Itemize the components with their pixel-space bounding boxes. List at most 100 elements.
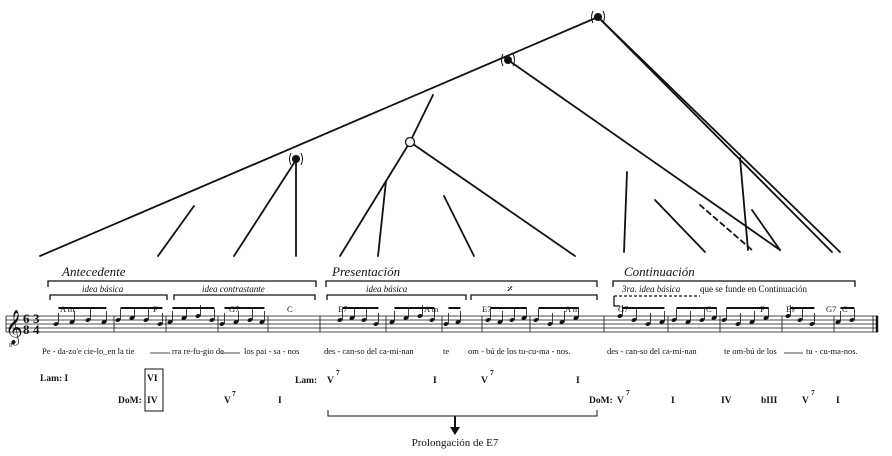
analysis-v: V (481, 376, 488, 386)
analysis-v: V (224, 396, 231, 406)
analysis-dom: DoM: (118, 396, 142, 406)
analysis-lam-i: Lam: I (40, 374, 69, 384)
tree-branch (39, 16, 599, 257)
note-head (521, 316, 527, 320)
tree-branch (377, 180, 387, 257)
open-node (404, 136, 416, 148)
note-head (233, 320, 239, 324)
node (504, 56, 512, 64)
note-head (403, 316, 409, 320)
note-head (509, 318, 515, 322)
note-head (373, 322, 379, 326)
note-head (573, 316, 579, 320)
time-sig-3: 3 (33, 311, 40, 326)
tree-branch (409, 141, 576, 257)
analysis-sup7: 7 (232, 389, 236, 398)
note-head (785, 314, 791, 318)
note-head (69, 320, 75, 324)
tree-branch (339, 141, 411, 257)
lyric-line: rra re-fu-gio de (172, 346, 224, 356)
note-head (429, 318, 435, 322)
arrow-head-icon (450, 427, 460, 435)
analysis-vi: VI (147, 374, 158, 384)
lyric-line: Pe - da-zo'e cie-lo_en la tie (42, 346, 135, 356)
analysis-biii: bIII (761, 396, 778, 406)
analysis-i: I (433, 376, 437, 386)
note-head (209, 318, 215, 322)
note-head (763, 316, 769, 320)
tree-branch-dashed (699, 204, 753, 251)
note-head (181, 316, 187, 320)
tree-branch (739, 157, 749, 251)
note-head (259, 320, 265, 324)
tree-branch (443, 195, 475, 257)
tree-branch (597, 16, 841, 253)
chord-symbol: G7 (826, 304, 836, 314)
bracket-repeat (470, 294, 598, 300)
bracket-idea-contrastante (173, 294, 316, 300)
analysis-v: V (617, 396, 624, 406)
lyric-line: des - can-so del ca-mi-nan (607, 346, 697, 356)
note-head (361, 318, 367, 322)
label-tercera-idea: 3ra. idea básica (621, 284, 681, 294)
tree-branch (623, 171, 628, 253)
note-head (85, 318, 91, 322)
treble-clef-icon: 𝄞 (5, 310, 23, 346)
lyric-line: te (443, 346, 449, 356)
note-head (349, 316, 355, 320)
note-head (129, 316, 135, 320)
tree-branch (751, 209, 781, 251)
analysis-lam: Lam: (295, 376, 317, 386)
note-head (167, 320, 173, 324)
root-node-parens (591, 10, 605, 24)
tree-branch (507, 59, 781, 251)
note-head (533, 318, 539, 322)
notes (53, 305, 855, 326)
note-head (645, 322, 651, 326)
note-head (711, 316, 717, 320)
note-head (53, 322, 59, 326)
note-head (721, 318, 727, 322)
note-head (485, 318, 491, 322)
lyrics: Pe - da-zo'e cie-lo_en la tie rra re-fu-… (42, 346, 858, 356)
clef-octave-mark: 8 (9, 343, 12, 349)
bracket-continuacion (612, 280, 856, 287)
note-head (389, 320, 395, 324)
time-sig-6: 6 (23, 311, 30, 326)
note-head (337, 318, 343, 322)
note-head (559, 320, 565, 324)
label-tercera-idea-cont: que se funde en Continuación (700, 284, 807, 294)
tree-branch (654, 199, 706, 253)
note-head (497, 320, 503, 324)
analysis-dom: DoM: (589, 396, 613, 406)
tree-branch (157, 205, 195, 257)
note-head (115, 318, 121, 322)
note-head (809, 322, 815, 326)
tree-nodes (289, 10, 605, 166)
analysis-sup7: 7 (490, 368, 494, 377)
lyric-line: des - can-so del ca-mi-nan (324, 346, 414, 356)
note-head (749, 320, 755, 324)
tree-branch (409, 94, 434, 143)
label-idea-contrastante: idea contrastante (202, 284, 265, 294)
chord-symbol: C (287, 304, 293, 314)
prolongation-brace (327, 410, 598, 417)
node (292, 155, 300, 163)
tree-branch (233, 159, 297, 257)
label-idea-basica: idea básica (82, 284, 124, 294)
analysis-v: V (802, 396, 809, 406)
note-head (849, 318, 855, 322)
note-head (735, 322, 741, 326)
note-head (247, 318, 253, 322)
bracket-presentacion (325, 280, 598, 287)
label-idea-basica: idea básica (366, 284, 408, 294)
analysis-v: V (327, 376, 334, 386)
note-head (617, 314, 623, 318)
bracket-tercera-end (613, 296, 620, 307)
time-sig-4: 4 (33, 322, 40, 337)
tree (39, 16, 841, 257)
note-head (835, 320, 841, 324)
note-head (659, 320, 665, 324)
